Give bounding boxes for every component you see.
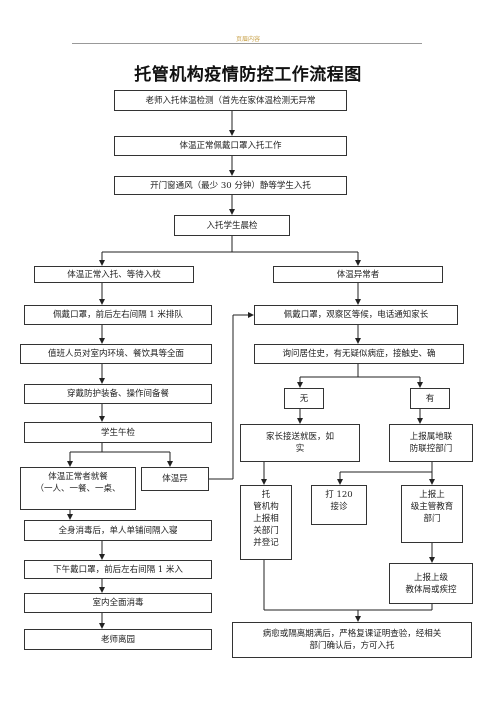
mask-queue-box: 佩戴口罩，前后左右间隔 1 米排队 — [24, 305, 212, 325]
ventilation-box: 开门窗通风（最少 30 分钟）静等学生入托 — [114, 176, 347, 195]
teacher-temp-check-box: 老师入托体温检测（首先在家体温检测无异常 — [114, 90, 347, 111]
header-rule — [72, 43, 422, 44]
agency-report-box: 托 管机构 上报相 关部门 并登记 — [240, 485, 292, 560]
noon-check-box: 学生午检 — [24, 422, 212, 443]
call-120-box: 打 120 接诊 — [311, 485, 367, 525]
morning-check-box: 入托学生晨检 — [174, 215, 290, 236]
parent-hospital-box: 家长接送就医，如 实 — [240, 424, 360, 462]
normal-meal-box: 体温正常者就餐 （一人、一餐、一桌、 — [20, 467, 136, 510]
inquiry-box: 询问居住史，有无疑似病症，接触史、确 — [254, 344, 464, 364]
observe-notify-box: 佩戴口罩，观察区等候，电话通知家长 — [254, 305, 458, 325]
normal-enter-box: 体温正常入托、等待入校 — [34, 266, 194, 283]
page-title: 托管机构疫情防控工作流程图 — [134, 65, 362, 85]
branch-yes-box: 有 — [410, 388, 450, 409]
abnormal-noon-box: 体温异 — [141, 467, 209, 491]
afternoon-enter-box: 下午戴口罩，前后左右间隔 1 米入 — [24, 560, 212, 579]
normal-temp-mask-box: 体温正常佩戴口罩入托工作 — [114, 136, 347, 156]
report-cdc-box: 上报上级 教体局或疾控 — [389, 563, 473, 604]
report-education-box: 上报上 级主管教育 部门 — [401, 485, 463, 543]
staff-disinfect-box: 值班人员对室内环境、餐饮具等全面 — [20, 344, 212, 364]
teacher-leave-box: 老师离园 — [24, 629, 212, 650]
protective-gear-box: 穿戴防护装备、操作间备餐 — [24, 384, 212, 404]
page-header: 页眉内容 — [235, 36, 260, 43]
branch-no-box: 无 — [284, 388, 324, 409]
nap-disinfect-box: 全身消毒后，单人单铺间隔入寝 — [24, 520, 212, 541]
report-local-box: 上报属地联 防联控部门 — [389, 424, 473, 462]
abnormal-temp-box: 体温异常者 — [273, 266, 443, 283]
room-disinfect-box: 室内全面消毒 — [24, 593, 212, 613]
return-verify-box: 病愈或隔离期满后，严格复课证明查验，经相关 部门确认后，方可入托 — [232, 622, 472, 658]
